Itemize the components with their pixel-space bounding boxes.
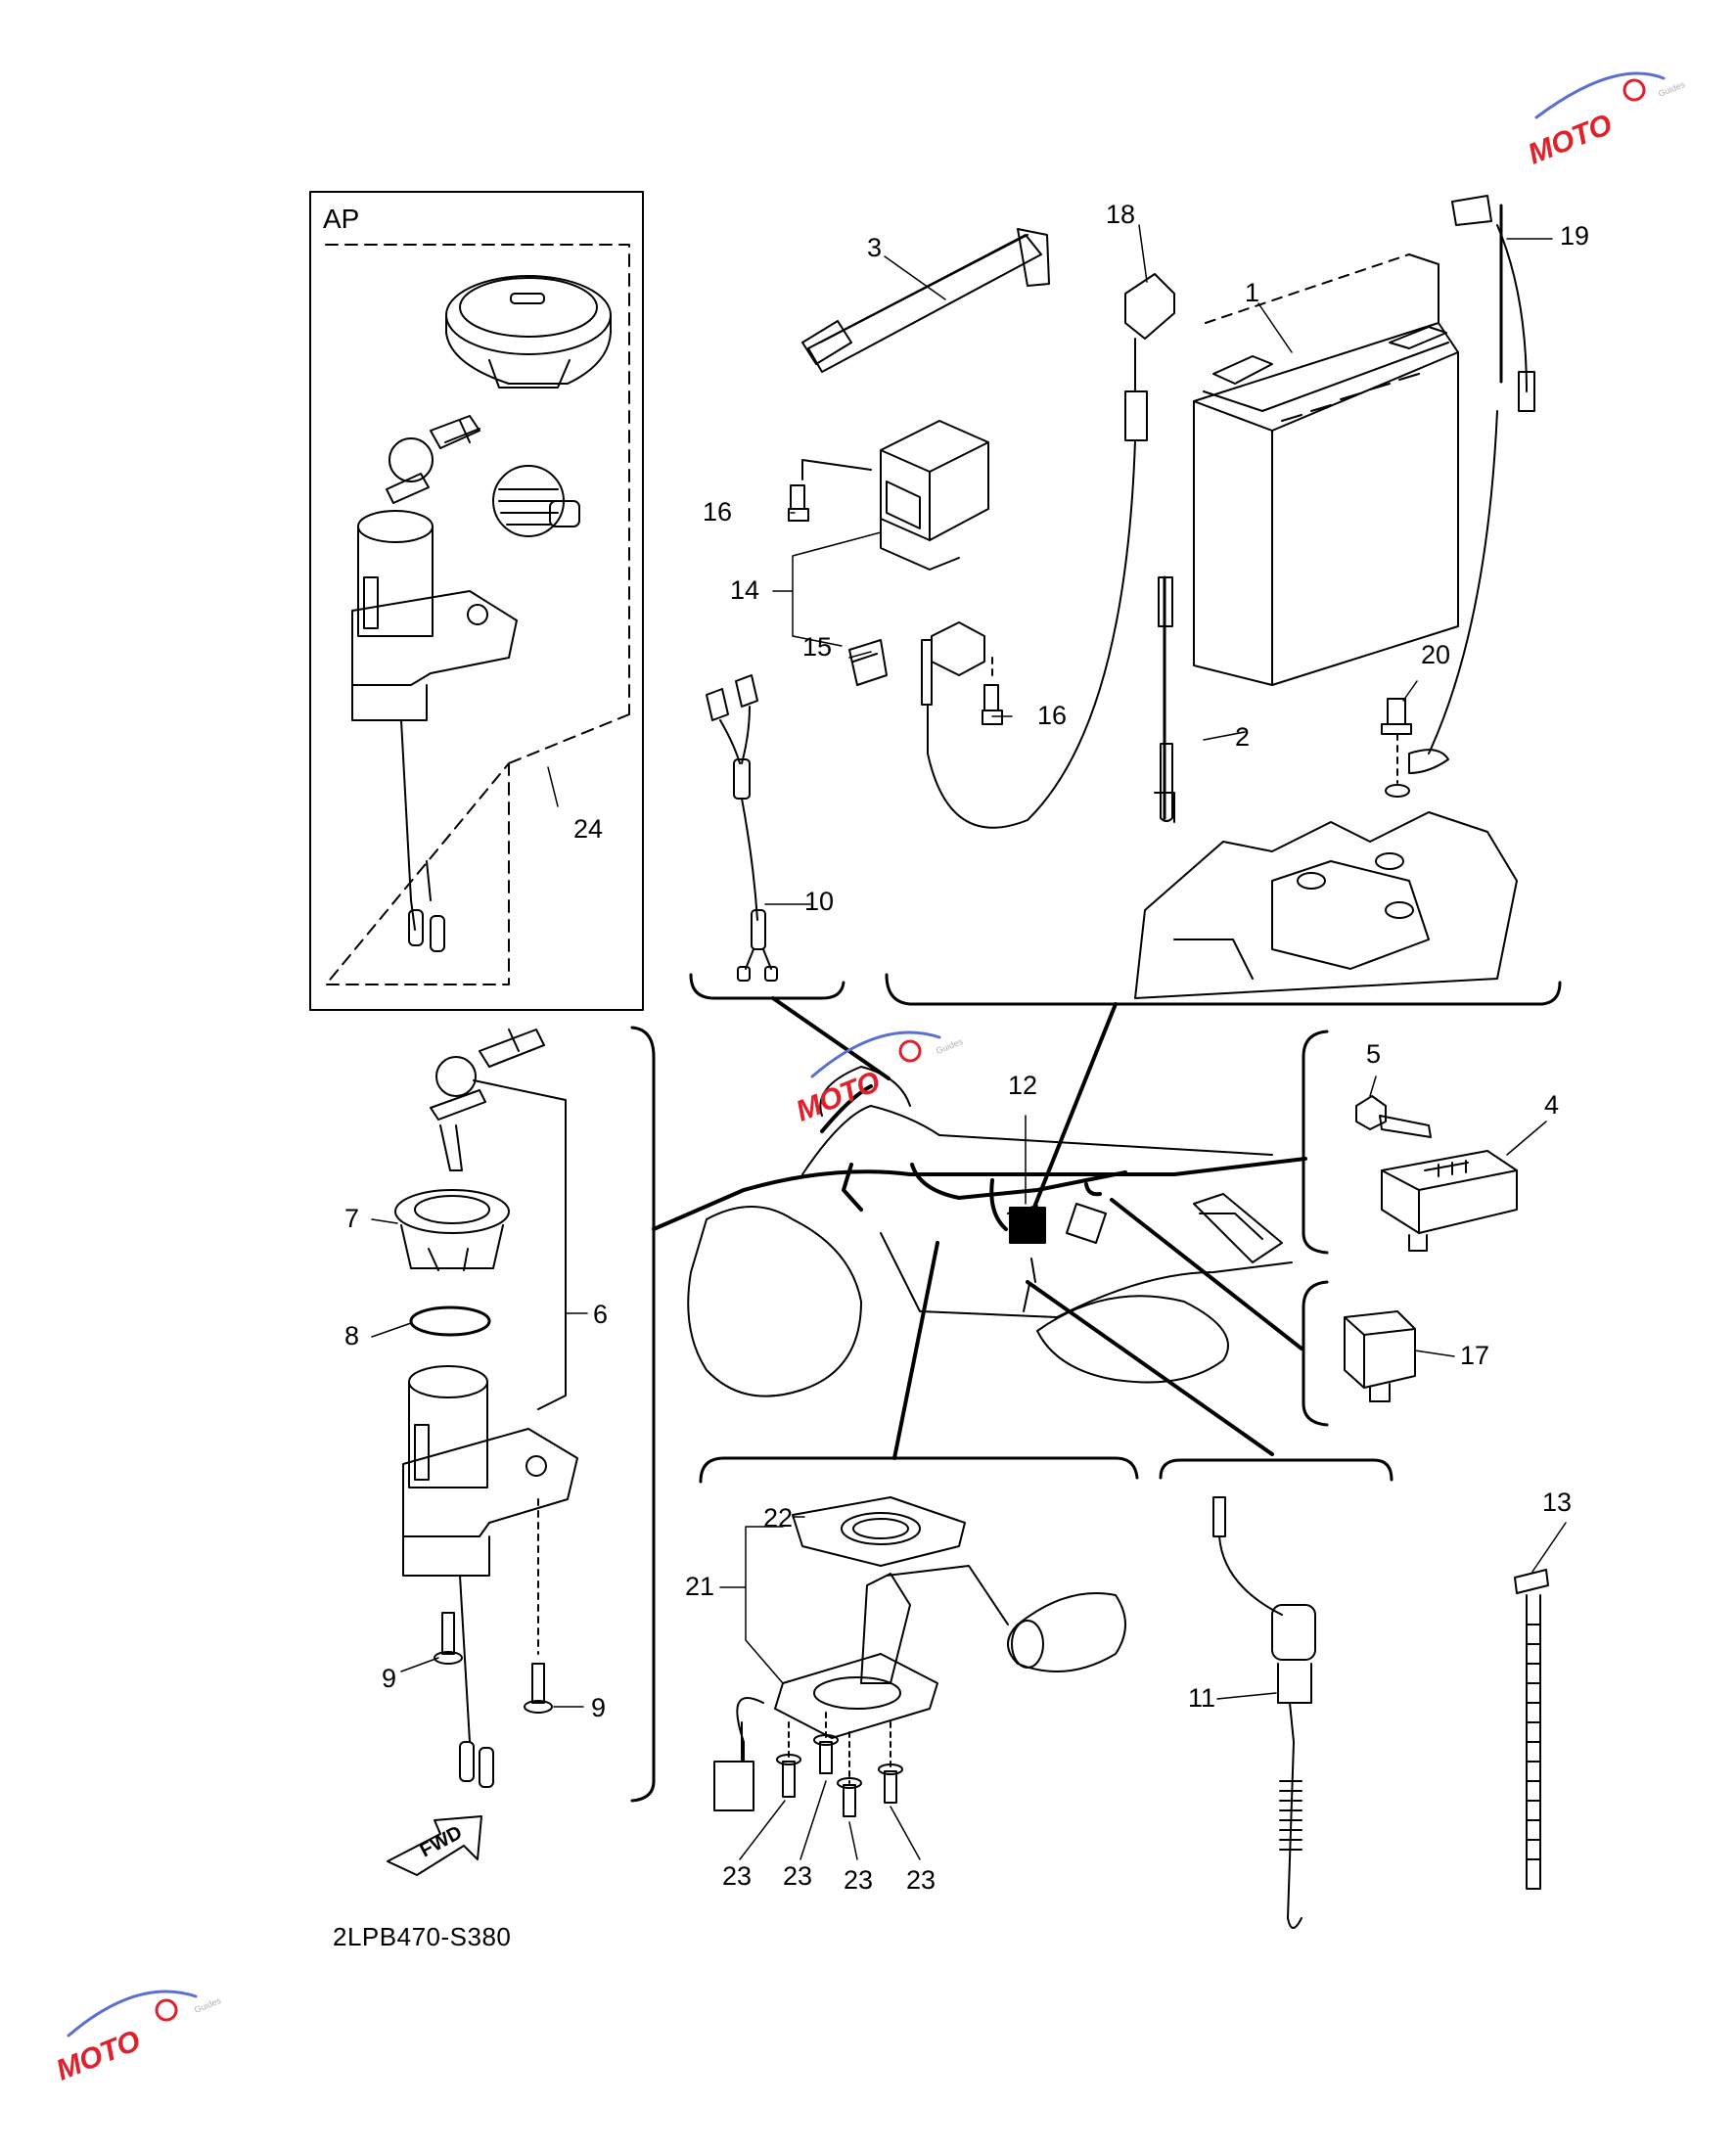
callout-16b: 16 [1037, 701, 1068, 730]
leader-lines [771, 996, 1303, 1460]
callout-23c: 23 [844, 1865, 874, 1895]
starter-relay-part [801, 420, 989, 571]
callout-3: 3 [867, 233, 883, 262]
ignition-key-set [430, 1029, 567, 1410]
negative-lead [1408, 195, 1535, 774]
main-wire-harness [652, 1157, 1307, 1231]
lock-cap-part [394, 1189, 510, 1271]
battery-band-part [801, 228, 1050, 373]
rectifier-bolt [1355, 1095, 1432, 1138]
callout-22: 22 [763, 1503, 794, 1533]
callout-18: 18 [1106, 200, 1136, 229]
screw-parts-9 [434, 1498, 553, 1714]
relay-bolts [788, 484, 1003, 725]
rectifier-part [1381, 1150, 1518, 1252]
cable-and-leads [921, 273, 1175, 829]
callout-19: 19 [1560, 221, 1590, 251]
cable-tie-part [1514, 1569, 1549, 1890]
main-switch-body [402, 1365, 578, 1788]
callout-9a: 9 [382, 1664, 397, 1693]
diagram-code: 2LPB470-S380 [333, 1922, 512, 1951]
callout-23b: 23 [783, 1861, 813, 1891]
fuel-pump-gasket [792, 1496, 966, 1567]
callout-16a: 16 [703, 497, 733, 527]
level-sensor-part [1212, 1496, 1316, 1929]
callout-21: 21 [685, 1572, 715, 1601]
callout-11: 11 [1188, 1683, 1216, 1713]
fuel-pump-sender [713, 1565, 1126, 1811]
callout-14: 14 [730, 575, 760, 605]
section-brackets [630, 973, 1562, 1803]
callout-6: 6 [593, 1300, 609, 1329]
inset-ignition-switch [351, 510, 518, 952]
inset-keys-and-cylinder [386, 415, 580, 537]
fuse-part [848, 639, 888, 686]
callout-8: 8 [344, 1321, 360, 1351]
callout-23d: 23 [906, 1865, 937, 1895]
ap-inset-box [309, 191, 644, 1011]
callout-10: 10 [804, 887, 835, 916]
battery-part [1193, 253, 1459, 686]
callout-15: 15 [802, 632, 833, 662]
callout-17: 17 [1460, 1341, 1490, 1370]
callout-23a: 23 [722, 1861, 753, 1891]
inset-title: AP [323, 204, 360, 234]
watermark-logo-top-right [1534, 71, 1666, 119]
fwd-arrow-icon [387, 1815, 482, 1876]
callout-12: 12 [1008, 1071, 1038, 1100]
fuel-pump-screws [776, 1712, 903, 1817]
callout-5: 5 [1366, 1039, 1382, 1069]
callout-4: 4 [1544, 1090, 1560, 1120]
fuel-cap-part [445, 275, 612, 389]
relay-part-17 [1344, 1310, 1416, 1402]
watermark-logo-bottom-left [67, 1990, 198, 2038]
callout-24: 24 [573, 814, 604, 844]
sub-harness-part [706, 674, 778, 982]
callout-9b: 9 [591, 1693, 607, 1722]
callout-leaders [371, 224, 1567, 1860]
frame-and-bolt [1134, 698, 1518, 999]
watermark-logo-center [810, 1030, 941, 1078]
callout-2: 2 [1235, 722, 1251, 752]
ecu-part [1009, 1207, 1046, 1312]
o-ring-part [409, 1305, 491, 1337]
motorcycle-silhouette [687, 1066, 1293, 1397]
callout-1: 1 [1245, 278, 1260, 307]
callout-7: 7 [344, 1204, 360, 1233]
callout-20: 20 [1421, 640, 1451, 669]
callout-13: 13 [1542, 1488, 1573, 1517]
